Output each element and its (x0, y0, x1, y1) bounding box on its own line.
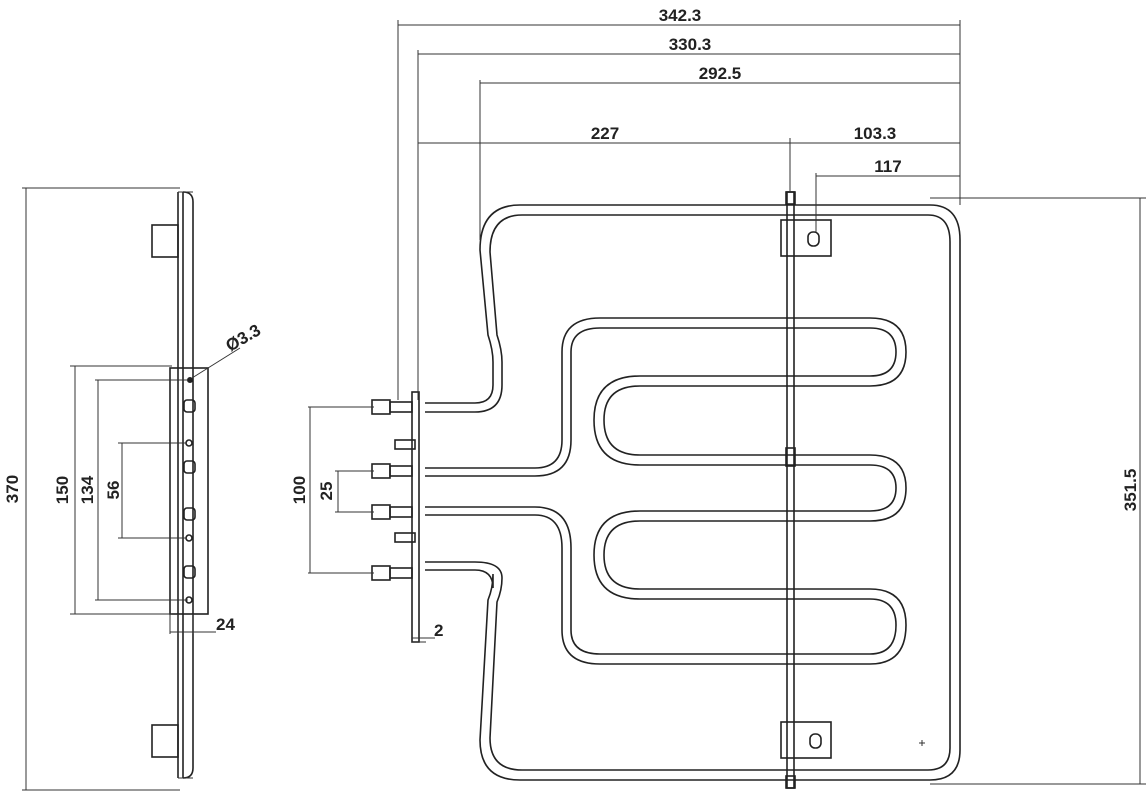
dim-103-3: 103.3 (854, 124, 897, 143)
dim-351-5: 351.5 (1121, 469, 1140, 512)
dim-330-3: 330.3 (669, 35, 712, 54)
bracket-bottom (780, 721, 832, 759)
dim-342-3: 342.3 (659, 6, 702, 25)
dim-56: 56 (104, 481, 123, 500)
side-view: 370 150 134 56 24 Ø3.3 (3, 187, 264, 791)
dim-100: 100 (290, 476, 309, 504)
outer-coil-tube (425, 204, 961, 781)
inner-serpentine-coil-outer (425, 317, 907, 665)
terminal-3 (183, 507, 196, 521)
terminal-pin-2 (394, 439, 416, 450)
dim-370: 370 (3, 475, 22, 503)
hole-3 (185, 534, 193, 542)
mounting-tab-top (151, 224, 179, 258)
terminal-group (371, 399, 416, 581)
mounting-tab-bottom (151, 724, 179, 758)
dim-117: 117 (874, 157, 901, 176)
terminal-pin-3 (371, 463, 391, 479)
flange-plate (411, 391, 420, 643)
dim-2: 2 (434, 621, 443, 640)
hole-2 (185, 439, 193, 447)
plan-view: 2 100 25 342.3 330.3 292.5 227 103.3 117 (290, 6, 1146, 789)
terminal-pin-6 (371, 565, 391, 581)
terminal-4 (183, 565, 196, 579)
terminal-plate (169, 367, 209, 615)
bracket-top (780, 219, 832, 257)
center-support-bar (786, 191, 795, 789)
terminal-pin-5 (394, 532, 416, 543)
dim-292-5: 292.5 (699, 64, 742, 83)
dim-hole-diameter: Ø3.3 (223, 321, 264, 356)
dim-25: 25 (317, 482, 336, 501)
terminal-2 (183, 460, 196, 474)
terminal-pin-1 (371, 399, 391, 415)
dim-134: 134 (78, 475, 97, 504)
hole-1 (187, 377, 193, 383)
dim-227: 227 (591, 124, 619, 143)
terminal-pin-4 (371, 504, 391, 520)
dim-24: 24 (216, 615, 235, 634)
terminal-1 (183, 399, 196, 413)
dim-150: 150 (53, 476, 72, 504)
